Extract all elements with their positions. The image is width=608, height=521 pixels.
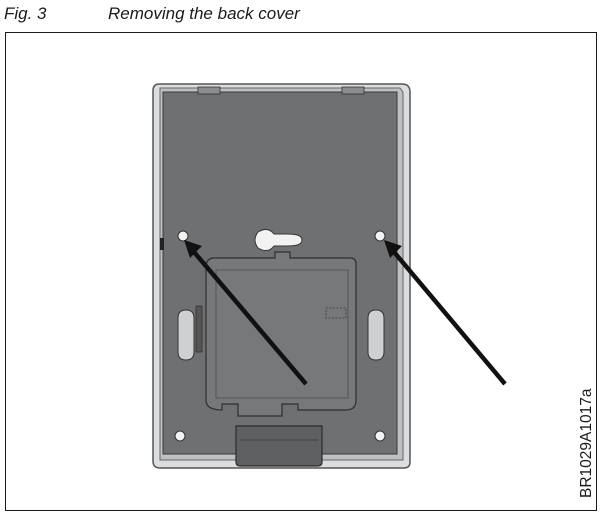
top-clip-right — [341, 86, 365, 95]
figure-label: Fig. 3 — [4, 4, 47, 23]
arrow-left-head — [184, 240, 202, 258]
reference-code: BR1029A1017a — [578, 388, 595, 498]
side-slot-right — [367, 309, 385, 361]
screw-hole-bottom-left — [174, 430, 186, 442]
mounting-block-inner-edge — [215, 269, 349, 399]
screw-hole-top-left — [177, 230, 189, 242]
figure-frame — [5, 32, 597, 511]
side-slot-left — [177, 309, 195, 361]
side-slot-left-tab — [195, 305, 203, 353]
keyhole-slot-icon — [254, 228, 303, 252]
arrow-right-head — [384, 240, 402, 258]
mounting-block — [205, 251, 357, 417]
top-clip-left — [197, 86, 221, 95]
arrow-left-shaft — [192, 250, 308, 386]
arrow-right-shaft — [392, 250, 507, 386]
left-edge-notch — [160, 238, 164, 250]
vent-slots — [325, 307, 347, 319]
screw-hole-top-right — [374, 230, 386, 242]
bottom-release-tab — [235, 425, 323, 467]
figure-title: Removing the back cover — [108, 4, 300, 23]
screw-hole-bottom-right — [374, 430, 386, 442]
